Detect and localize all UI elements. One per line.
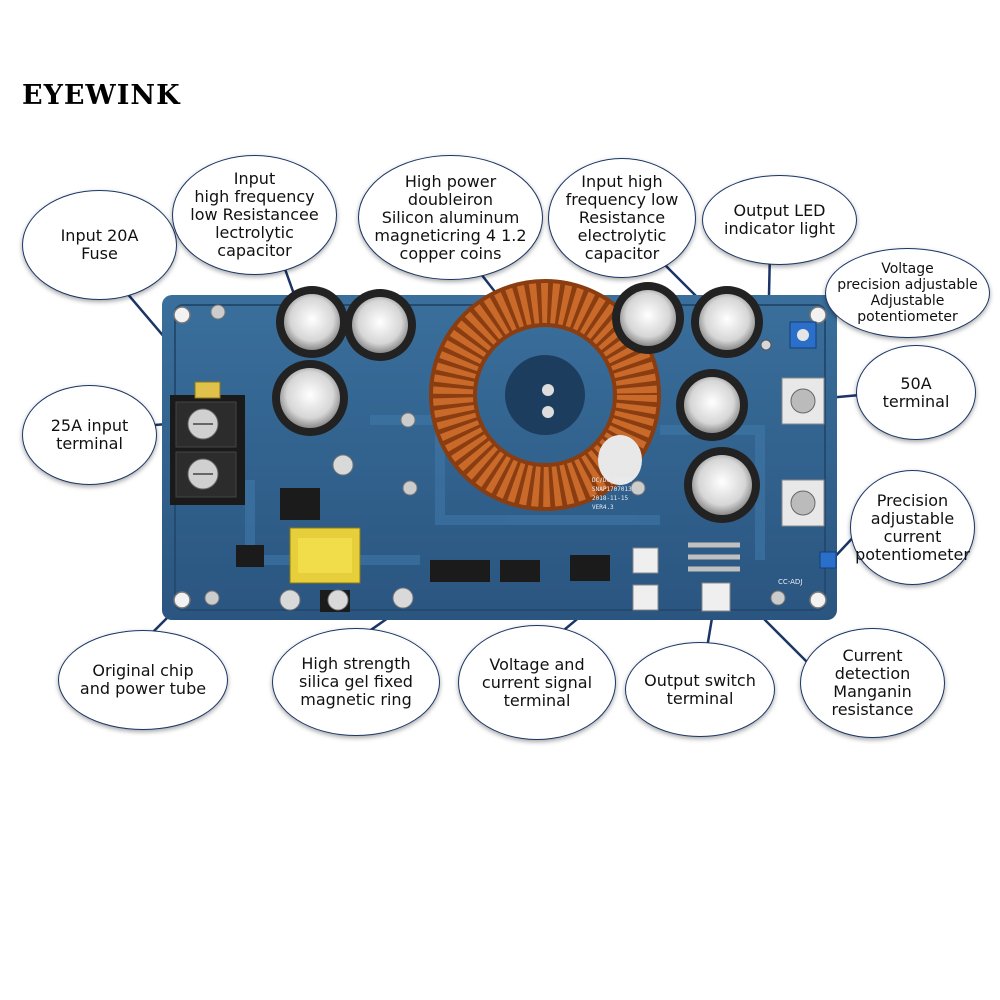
output-terminals [781,377,825,527]
brand-logo: EYEWINK [22,80,181,111]
callout-chip: Original chip and power tube [58,630,228,730]
silkscreen-model: DC/DC POWER SNAP1707013 2018-11-15 VER4.… [592,477,635,511]
silica-gel [598,435,642,485]
callout-toroid-inductor: High power doubleiron Silicon aluminum m… [358,155,543,280]
manganin-resistors [688,542,740,572]
callout-switch-terminal: Output switch terminal [625,642,775,737]
callout-silica-gel: High strength silica gel fixed magnetic … [272,628,440,736]
callout-signal-terminal: Voltage and current signal terminal [458,625,616,740]
input-terminal-block [170,395,245,505]
callout-fuse: Input 20A Fuse [22,190,177,300]
input-capacitors [272,286,416,436]
callout-input-terminal: 25A input terminal [22,385,157,485]
fuse [194,381,221,399]
callout-current-pot: Precision adjustable current potentiomet… [850,470,975,585]
silkscreen-cc-adj: CC-ADJ [778,578,802,586]
small-caps [279,454,414,611]
callout-input-capacitor: Input high frequency low Resistancee lec… [172,155,337,275]
callout-input-capacitor-2: Input high frequency low Resistance elec… [548,158,696,278]
toroid-inductor [429,279,661,511]
current-pot [819,551,837,569]
switch-terminal [701,582,731,612]
callout-manganin: Current detection Manganin resistance [800,628,945,738]
output-capacitors [612,282,763,523]
output-led [760,339,772,351]
callout-output-led: Output LED indicator light [702,175,857,265]
signal-terminals [632,547,659,611]
mounting-holes [173,306,827,609]
callout-voltage-pot: Voltage precision adjustable Adjustable … [825,248,990,338]
callout-50a-terminal: 50A terminal [856,345,976,440]
